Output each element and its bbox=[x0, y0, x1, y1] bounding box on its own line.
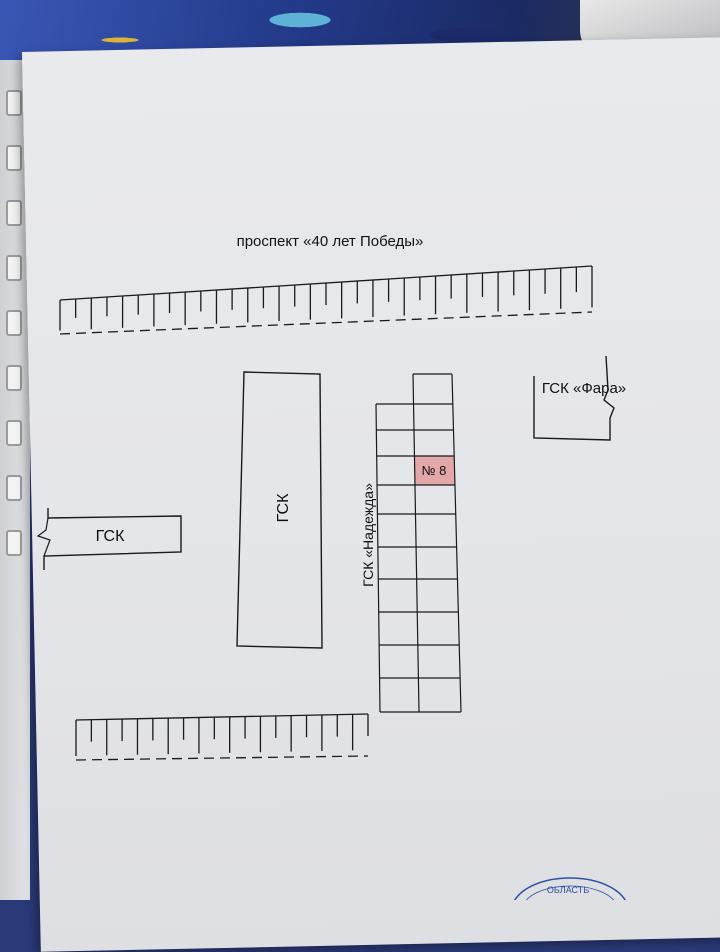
gsk-nadezhda-grid bbox=[375, 373, 462, 713]
break-mark bbox=[36, 517, 51, 557]
gsk-center-label: ГСК bbox=[275, 493, 292, 523]
binding-ring bbox=[6, 145, 22, 171]
binding-ring bbox=[6, 365, 22, 391]
stamp: ОБЛАСТЬ bbox=[514, 877, 626, 900]
gsk-center-building bbox=[236, 371, 323, 649]
road-edge bbox=[75, 713, 369, 721]
binding-ring bbox=[6, 310, 22, 336]
gsk-fara-label: ГСК «Фара» bbox=[542, 380, 626, 397]
road-top bbox=[59, 265, 593, 335]
binding-ring bbox=[6, 200, 22, 226]
grid-line bbox=[375, 403, 381, 713]
grid-line bbox=[412, 373, 420, 713]
gsk-fara-building bbox=[533, 355, 615, 441]
street-label: проспект «40 лет Победы» bbox=[237, 233, 424, 250]
binding-ring bbox=[6, 255, 22, 281]
gsk-left-label: ГСК bbox=[96, 528, 126, 545]
gsk-left-building bbox=[43, 508, 182, 570]
road-edge-dashed bbox=[59, 311, 593, 335]
plot-8-highlight bbox=[415, 456, 455, 485]
stamp-text: ОБЛАСТЬ bbox=[547, 885, 589, 895]
paper-binding-strip bbox=[0, 60, 30, 900]
binding-ring bbox=[6, 90, 22, 116]
road-edge-dashed bbox=[75, 755, 369, 761]
binding-ring bbox=[6, 420, 22, 446]
binding-ring bbox=[6, 530, 22, 556]
grid-line bbox=[451, 373, 462, 713]
gsk-nadezhda-label: ГСК «Надежда» bbox=[360, 483, 376, 587]
road-bottom bbox=[75, 713, 369, 761]
site-plan: проспект «40 лет Победы» ГСК ГСК ГСК «На… bbox=[36, 233, 626, 900]
plot-8-label: № 8 bbox=[422, 463, 447, 478]
binding-ring bbox=[6, 475, 22, 501]
